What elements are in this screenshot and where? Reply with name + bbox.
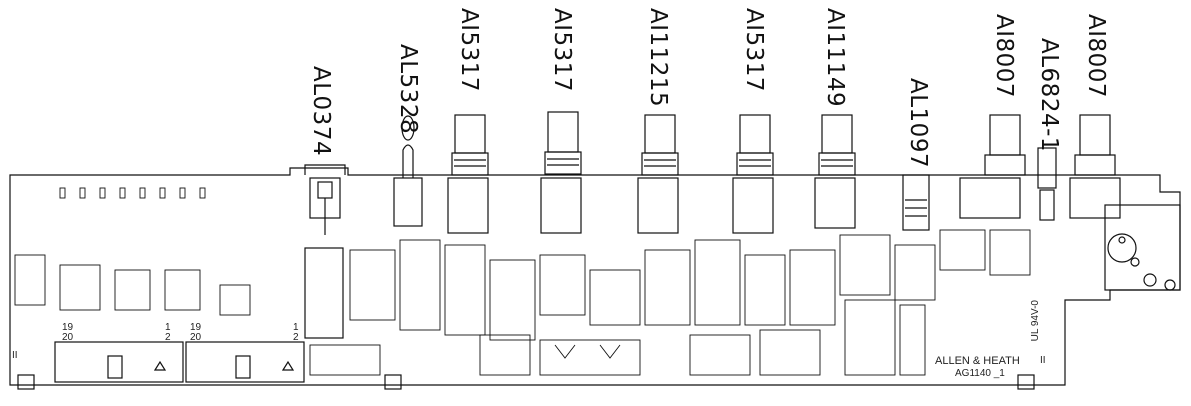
pot-ai5317-a — [447, 114, 489, 234]
silk-pin-1-left: 1 — [165, 322, 171, 333]
label-ai8007-a: AI8007 — [991, 14, 1017, 99]
label-ai5317-c: AI5317 — [741, 8, 767, 93]
pot-ai11215 — [637, 114, 679, 234]
socket-right — [1104, 204, 1181, 291]
label-ai8007-b: AI8007 — [1083, 14, 1109, 99]
silk-pin-19-left: 19 — [62, 322, 74, 333]
jack-al6824 — [1037, 147, 1057, 221]
label-al6824: AL6824-1 — [1036, 38, 1062, 153]
silk-pin-1-right: 1 — [293, 322, 299, 333]
silk-roman-left: II — [12, 350, 18, 361]
ribbon-connector-right — [185, 341, 305, 383]
label-ai5317-a: AI5317 — [456, 8, 482, 93]
silk-pin-19-right: 19 — [190, 322, 202, 333]
silk-roman-right: II — [1040, 355, 1046, 366]
silk-pin-2-left: 2 — [165, 332, 171, 343]
label-al1097: AL1097 — [905, 78, 931, 169]
pot-ai8007-a — [959, 114, 1026, 219]
label-al0374: AL0374 — [308, 66, 334, 157]
label-ai11149: AI11149 — [822, 8, 848, 108]
label-ai11215: AI11215 — [645, 8, 671, 108]
pot-ai11149 — [814, 114, 856, 229]
label-al5328: AL5328 — [395, 44, 421, 135]
al5328-body — [393, 177, 423, 227]
silk-pin-20-left: 20 — [62, 332, 74, 343]
board-outline — [9, 167, 1181, 386]
silk-board-code: AG1140 _1 — [955, 368, 1005, 379]
silk-pin-2-right: 2 — [293, 332, 299, 343]
pot-al1097 — [902, 174, 930, 231]
silk-pin-20-right: 20 — [190, 332, 202, 343]
pot-ai8007-b — [1069, 114, 1121, 219]
ribbon-connector-left — [54, 341, 184, 383]
al0374-body — [304, 164, 346, 175]
silk-ul-mark: UL 94V-0 — [1030, 300, 1041, 342]
pot-ai5317-b — [540, 111, 582, 234]
silk-brand: ALLEN & HEATH — [935, 355, 1020, 367]
pot-ai5317-c — [732, 114, 774, 234]
label-ai5317-b: AI5317 — [549, 8, 575, 93]
